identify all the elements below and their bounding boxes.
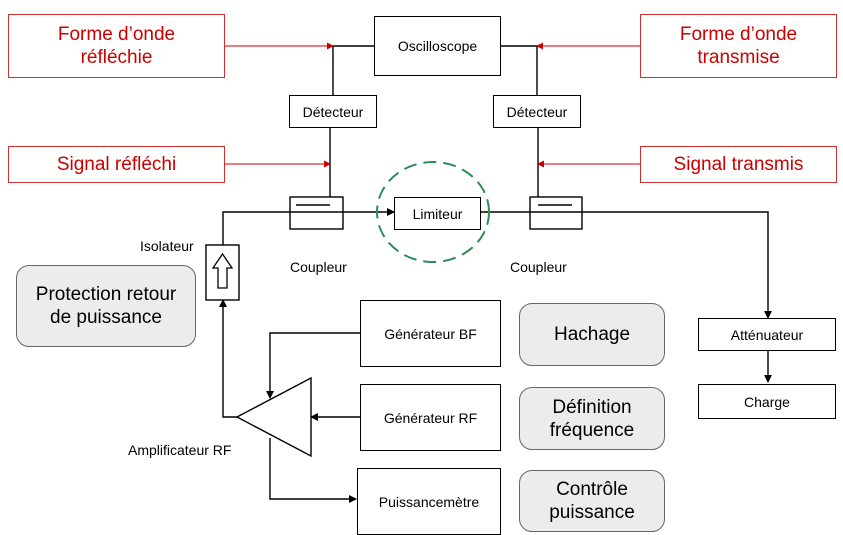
rf-amplifier-triangle — [235, 376, 312, 458]
wire-amplifier-to-power-meter — [269, 438, 357, 503]
isolator-label: Isolateur — [140, 238, 194, 254]
callout-reflected-waveform: Forme d’onde réfléchie — [8, 14, 225, 78]
note-frequency-definition: Définition fréquence — [519, 387, 665, 450]
wire-coupler-right-arm — [537, 128, 570, 206]
note-power-control: Contrôle puissance — [519, 470, 665, 532]
isolator-arrow-icon — [211, 252, 234, 289]
note-chopping: Hachage — [519, 303, 665, 366]
wire-amplifier-to-isolator — [219, 299, 237, 418]
wire-coupler-left-arm — [318, 128, 331, 206]
coupler-right-label: Coupleur — [510, 259, 567, 275]
coupler-right — [529, 196, 583, 230]
coupler-left-label: Coupleur — [290, 259, 347, 275]
coupler-left — [289, 196, 344, 230]
detector-left-block: Détecteur — [289, 95, 377, 128]
rf-amplifier-label: Amplificateur RF — [128, 442, 232, 458]
bf-generator-block: Générateur BF — [360, 300, 501, 367]
callout-reflected-signal: Signal réfléchi — [8, 146, 225, 183]
rf-generator-block: Générateur RF — [360, 384, 501, 451]
wire-detector-left-to-scope — [332, 45, 374, 95]
callout-transmitted-waveform: Forme d’onde transmise — [640, 14, 837, 78]
wire-coupler-to-attenuator — [582, 211, 772, 319]
wire-detector-right-to-scope — [500, 45, 538, 95]
attenuator-block: Atténuateur — [698, 318, 836, 351]
power-meter-block: Puissancemètre — [357, 468, 501, 535]
note-power-return-protection: Protection retour de puissance — [16, 265, 196, 347]
callout-transmitted-signal: Signal transmis — [640, 146, 837, 183]
load-block: Charge — [698, 384, 836, 419]
oscilloscope-block: Oscilloscope — [374, 16, 501, 76]
wire-bf-generator-to-amplifier — [266, 332, 360, 399]
limiter-highlight-circle — [376, 161, 490, 263]
limiter-block: Limiteur — [394, 197, 481, 230]
detector-right-block: Détecteur — [493, 95, 581, 128]
